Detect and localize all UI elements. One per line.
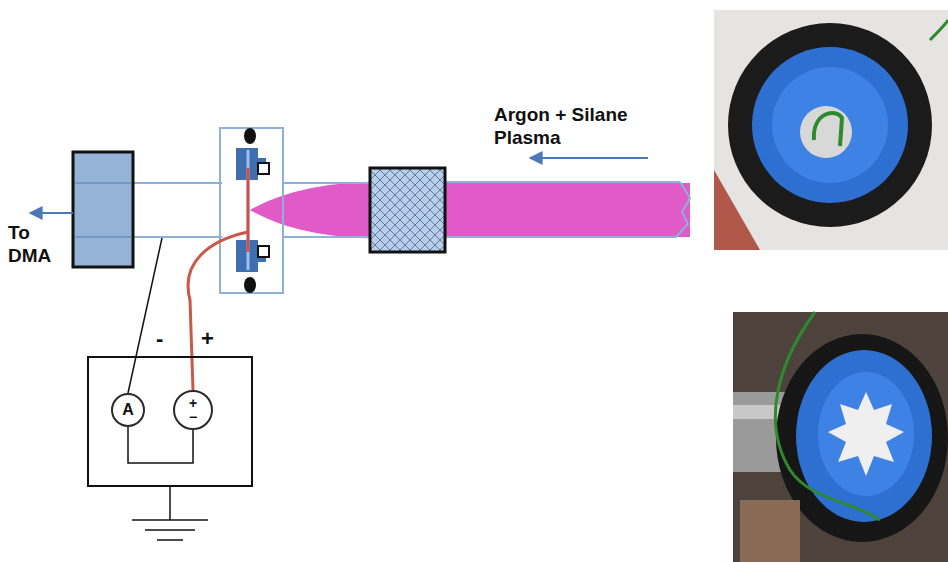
- electrode-holder-part: [244, 128, 256, 144]
- outlet-label: To DMA: [8, 222, 60, 268]
- electrode-holder-part: [247, 168, 250, 252]
- photo-top-part: [772, 67, 888, 183]
- electrode-holder-part: [244, 277, 256, 293]
- photo-top-part: [930, 20, 948, 40]
- tube-walls-part: [133, 182, 222, 184]
- photo-top-part: [752, 47, 908, 203]
- tube-walls-part: [676, 182, 690, 237]
- power-supply-box: [88, 357, 252, 486]
- photo-bottom-part: [828, 392, 904, 476]
- ground-symbol-part: [157, 539, 183, 541]
- mesh-filter: [370, 168, 445, 252]
- label-text: +: [201, 326, 214, 351]
- label-text: To DMA: [8, 222, 51, 266]
- symbol-text: +: [189, 396, 197, 410]
- ground-symbol: [132, 486, 208, 540]
- label-text: -: [156, 326, 163, 351]
- electrode-holder-part: [247, 150, 250, 270]
- ground-symbol-part: [132, 519, 208, 521]
- tube-walls-part: [283, 182, 370, 184]
- terminal-sign: +: [201, 326, 217, 352]
- electrode-holder-part: [258, 246, 269, 257]
- electrode-holder: [220, 128, 283, 293]
- dma-connector-part: [73, 152, 133, 267]
- flow-arrow: [530, 157, 648, 159]
- plasma-plume: [250, 181, 690, 238]
- tube-walls-part: [445, 181, 680, 183]
- flow-arrow: [30, 212, 73, 214]
- dma-connector-part: [75, 182, 131, 184]
- electrode-holder-part: [220, 128, 283, 293]
- circuit-wire: [128, 427, 193, 463]
- electrode-holder-part: [258, 163, 269, 174]
- photo-bottom-part: [740, 500, 800, 562]
- photo-bottom-part: [775, 312, 880, 520]
- label-text: Argon + Silane Plasma: [494, 104, 628, 148]
- voltage-source-symbol: +−: [173, 390, 213, 430]
- ground-symbol-part: [169, 486, 171, 520]
- terminal-sign: -: [156, 326, 170, 352]
- photo-top-part: [800, 106, 852, 158]
- photo-bottom-part: [796, 350, 932, 522]
- photo-top-part: [714, 10, 948, 250]
- dma-connector: [73, 152, 133, 267]
- dma-connector-part: [75, 236, 131, 238]
- tube-walls-part: [445, 236, 676, 238]
- symbol-text: A: [122, 402, 134, 418]
- electrode-wire: [188, 232, 248, 390]
- flow-label: Argon + Silane Plasma: [494, 104, 664, 150]
- tube-walls-part: [283, 236, 370, 238]
- photo-bottom-part: [733, 312, 948, 562]
- ground-wire: [128, 238, 162, 393]
- photo-top-part: [814, 113, 842, 146]
- photo-bottom-part: [818, 372, 914, 496]
- symbol-text: −: [189, 410, 197, 424]
- photo-top: [714, 10, 948, 250]
- photo-top-part: [728, 23, 932, 227]
- tube-walls-part: [133, 236, 222, 238]
- ground-symbol-part: [145, 529, 195, 531]
- ammeter-symbol: A: [111, 393, 145, 427]
- photo-bottom: [733, 312, 948, 562]
